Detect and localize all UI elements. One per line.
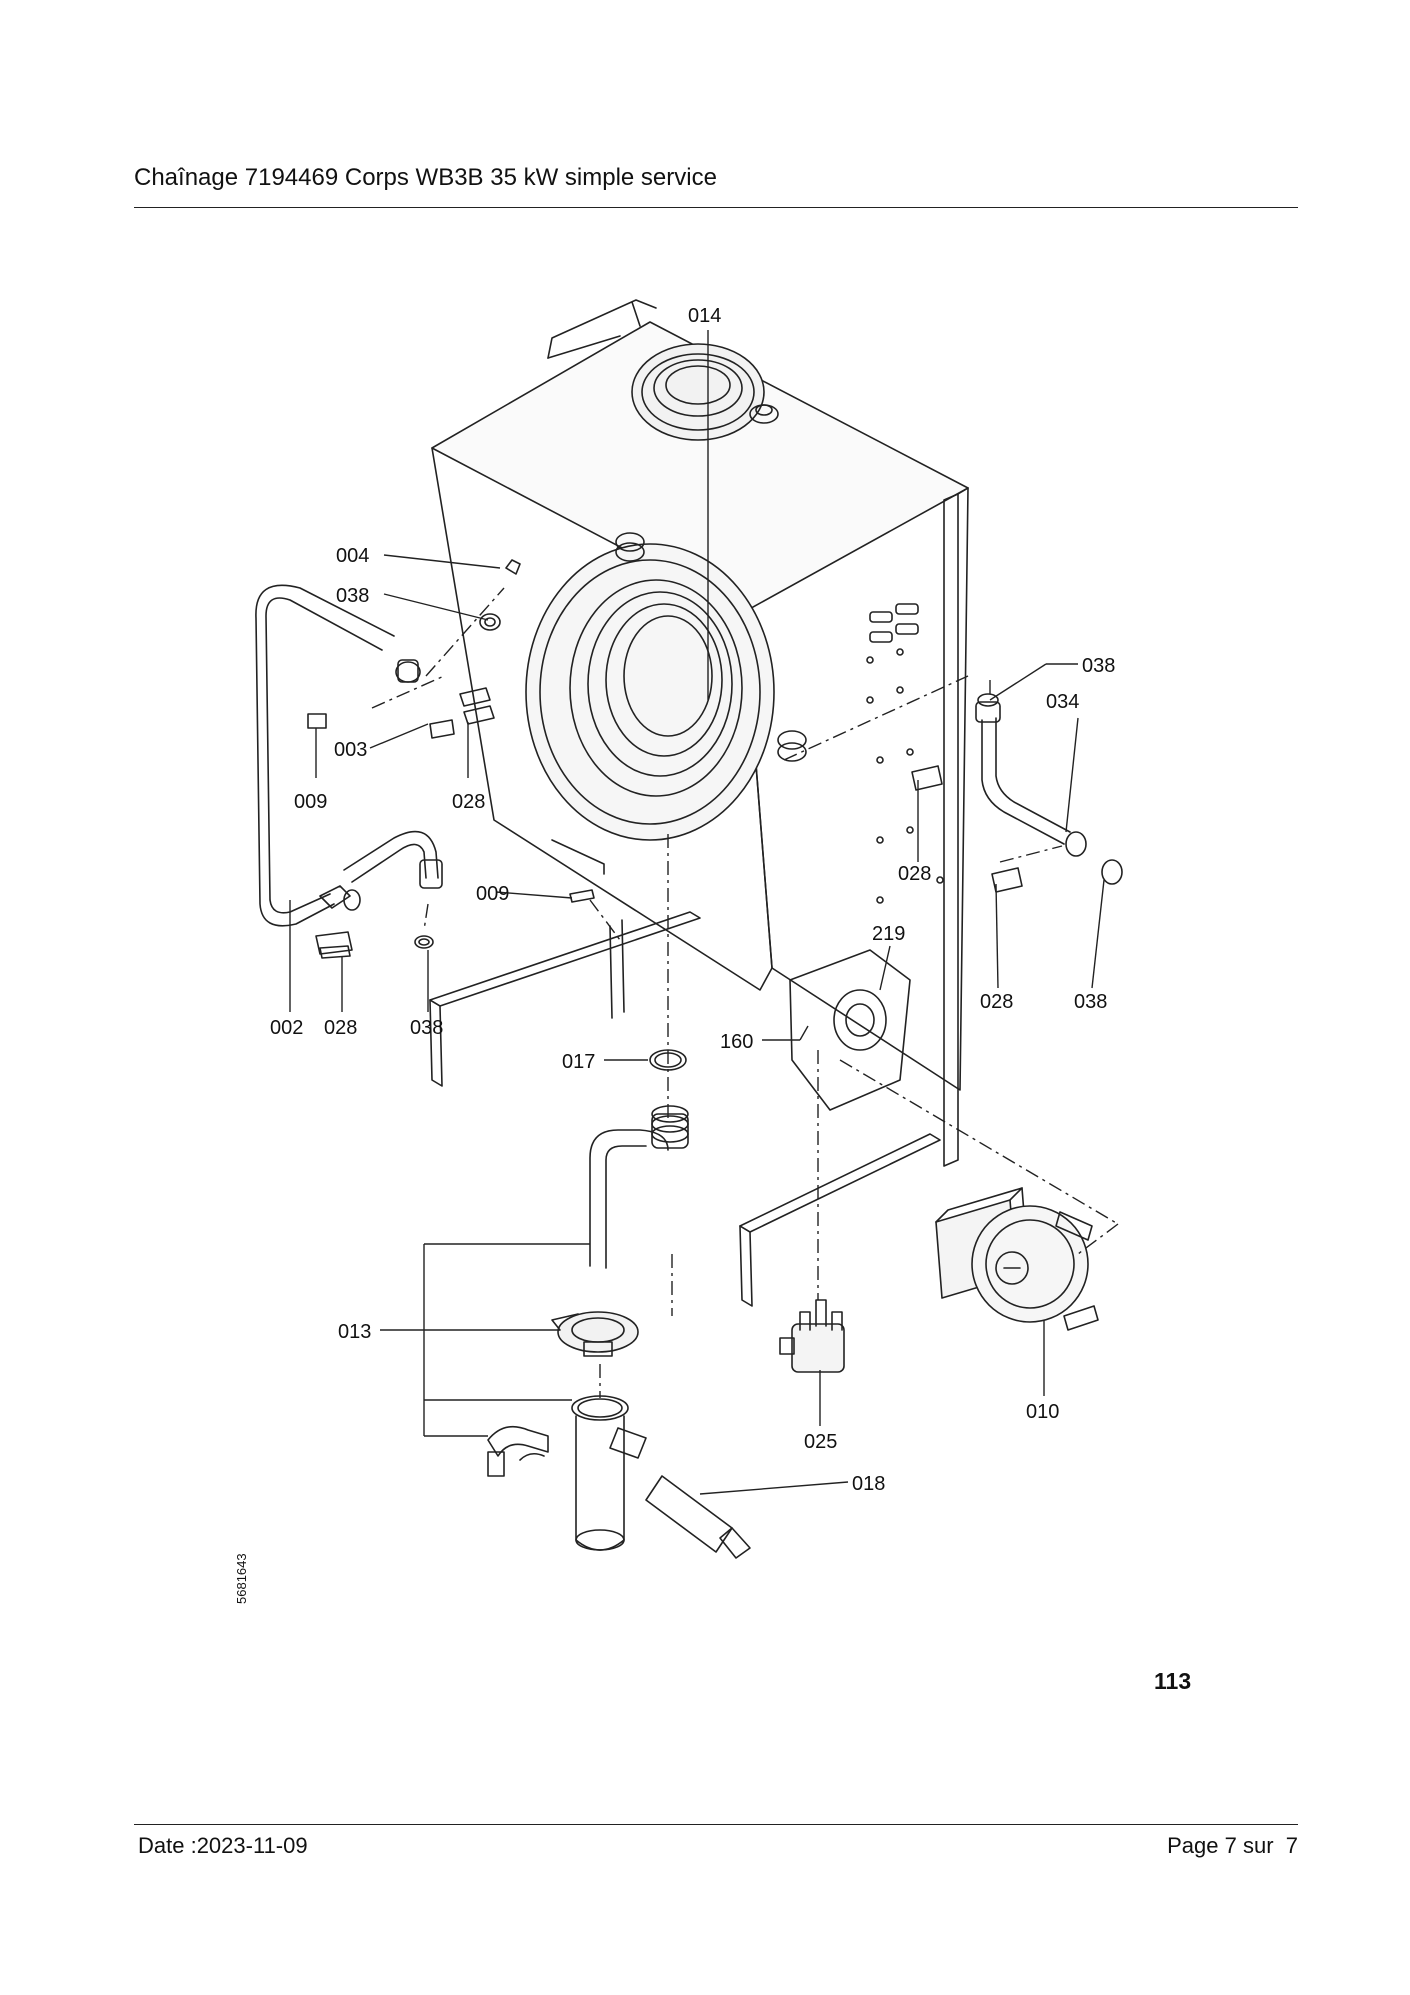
drawing-id: 5681643 <box>234 1553 249 1604</box>
siphon-025 <box>779 1299 845 1373</box>
pipe-034 <box>975 693 1123 885</box>
header-rule <box>134 207 1298 208</box>
callout-028-upper-left: 028 <box>452 791 485 813</box>
callout-009-left: 009 <box>294 791 327 813</box>
page-header-title: Chaînage 7194469 Corps WB3B 35 kW simple… <box>134 164 717 191</box>
callout-009-middle: 009 <box>476 883 509 905</box>
diagram-page-number: 113 <box>1154 1668 1192 1694</box>
footer-rule <box>134 1824 1298 1825</box>
footer-date: Date :2023-11-09 <box>138 1833 308 1858</box>
callout-017: 017 <box>562 1051 595 1073</box>
callout-010: 010 <box>1026 1401 1059 1423</box>
callout-004: 004 <box>336 545 369 567</box>
drain-trap <box>487 1129 751 1559</box>
callout-025: 025 <box>804 1431 837 1453</box>
callout-014: 014 <box>688 305 721 327</box>
callout-028-right-middle: 028 <box>898 863 931 885</box>
callout-028-lower-right: 028 <box>980 991 1013 1013</box>
loop-pipe-002 <box>255 584 443 927</box>
callout-038-lower-right: 038 <box>1074 991 1107 1013</box>
callout-013: 013 <box>338 1321 371 1343</box>
boiler-body <box>429 299 969 1307</box>
footer-page-indicator: Page 7 sur 7 <box>1167 1833 1298 1858</box>
callout-003: 003 <box>334 739 367 761</box>
pump-010 <box>935 1187 1099 1331</box>
callout-018: 018 <box>852 1473 885 1495</box>
callout-038-lower-left: 038 <box>410 1017 443 1039</box>
callout-028-lower-left: 028 <box>324 1017 357 1039</box>
small-parts <box>307 559 1023 1149</box>
callout-219: 219 <box>872 923 905 945</box>
callout-038-left: 038 <box>336 585 369 607</box>
callout-034: 034 <box>1046 691 1079 713</box>
callout-160: 160 <box>720 1031 753 1053</box>
callout-002: 002 <box>270 1017 303 1039</box>
callout-038-right-top: 038 <box>1082 655 1115 677</box>
